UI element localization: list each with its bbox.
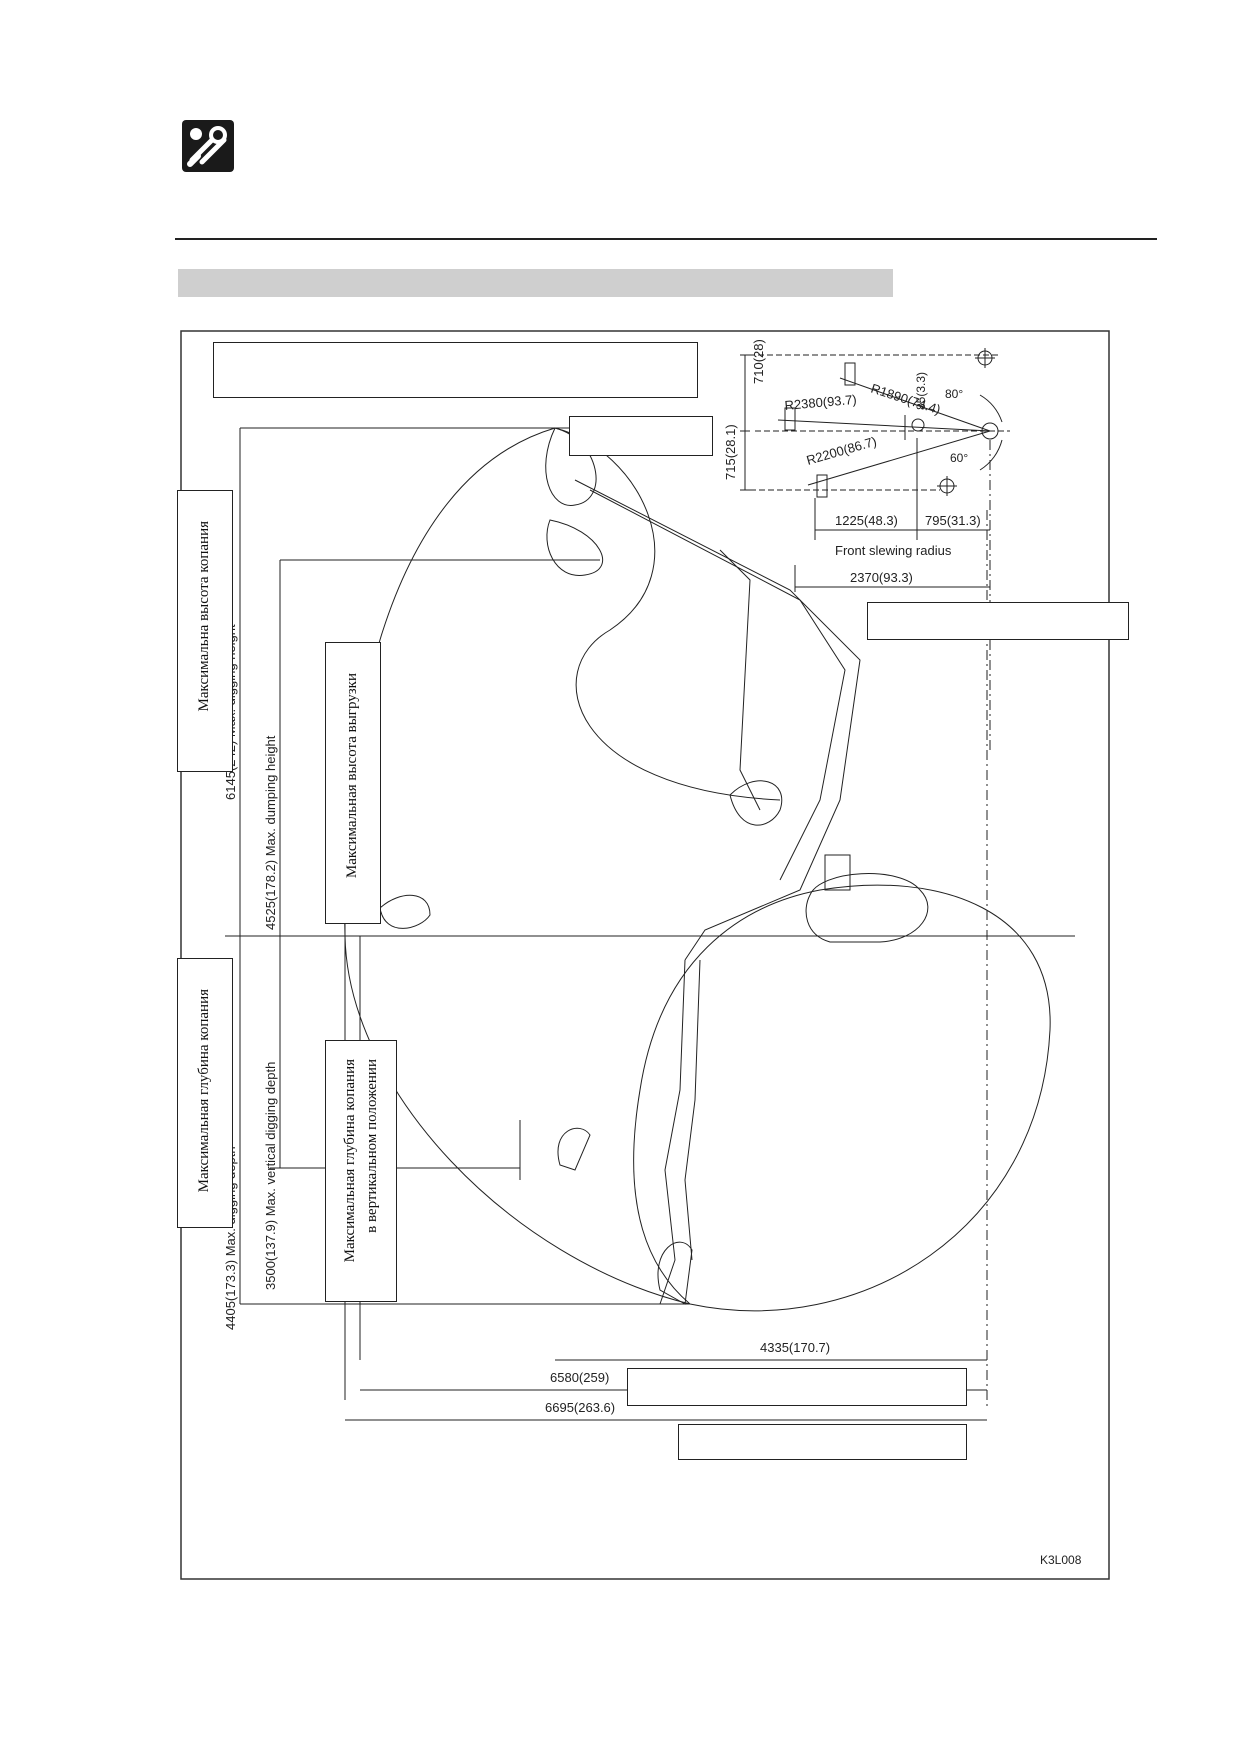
tools-icon	[182, 120, 234, 172]
radius-2200: R2200(86.7)	[805, 434, 879, 468]
angle-80: 80°	[945, 387, 963, 401]
figure-frame	[180, 330, 1110, 1580]
label-vert-depth-2: в вертикальном положении	[364, 1059, 380, 1233]
label-box-dig-depth: Максимальная глубина копания	[177, 958, 233, 1228]
label-dig-depth: Максимальная глубина копания	[196, 989, 212, 1193]
radius-1890: R1890(74.4)	[869, 381, 942, 418]
label-box-vert-depth: Максимальная глубина копания в вертикаль…	[325, 1040, 397, 1302]
dim-6695: 6695(263.6)	[545, 1400, 615, 1415]
dim-1225: 1225(48.3)	[835, 513, 898, 528]
dim-6580: 6580(259)	[550, 1370, 609, 1385]
slewing-radius-inset	[740, 348, 1010, 750]
section-title-bar	[178, 269, 893, 297]
label-box-dig-height: Максимальна высота копания	[177, 490, 233, 772]
overlay-box-top	[213, 342, 698, 398]
overlay-box-4335	[627, 1368, 967, 1406]
dim-dump-height: 4525(178.2) Max. dumping height	[263, 735, 278, 930]
label-dig-height: Максимальна высота копания	[196, 521, 212, 712]
label-dump-height: Максимальная высота выгрузки	[344, 673, 360, 879]
dim-vert-depth: 3500(137.9) Max. vertical digging depth	[263, 1062, 278, 1290]
radius-2380: R2380(93.7)	[784, 392, 857, 413]
label-box-dump-height: Максимальная высота выгрузки	[325, 642, 381, 924]
working-range-figure: 710(28) 715(28.1) 85(3.3) R1890(74.4) R2…	[177, 330, 1129, 1580]
dim-85: 85(3.3)	[914, 372, 928, 410]
dim-2370: 2370(93.3)	[850, 570, 913, 585]
slewing-radius-label: Front slewing radius	[835, 543, 952, 558]
dim-710: 710(28)	[751, 339, 766, 384]
label-vert-depth-1: Максимальная глубина копания	[342, 1059, 358, 1263]
figure-code: K3L008	[1040, 1553, 1082, 1567]
angle-60: 60°	[950, 451, 968, 465]
dim-715: 715(28.1)	[723, 424, 738, 480]
dim-795: 795(31.3)	[925, 513, 981, 528]
overlay-box-6695	[678, 1424, 967, 1460]
dimension-drawing: 710(28) 715(28.1) 85(3.3) R1890(74.4) R2…	[180, 330, 1110, 1580]
overlay-box-right	[867, 602, 1129, 640]
dim-4335: 4335(170.7)	[760, 1340, 830, 1355]
header-rule	[175, 238, 1157, 240]
overlay-box-small	[569, 416, 713, 456]
